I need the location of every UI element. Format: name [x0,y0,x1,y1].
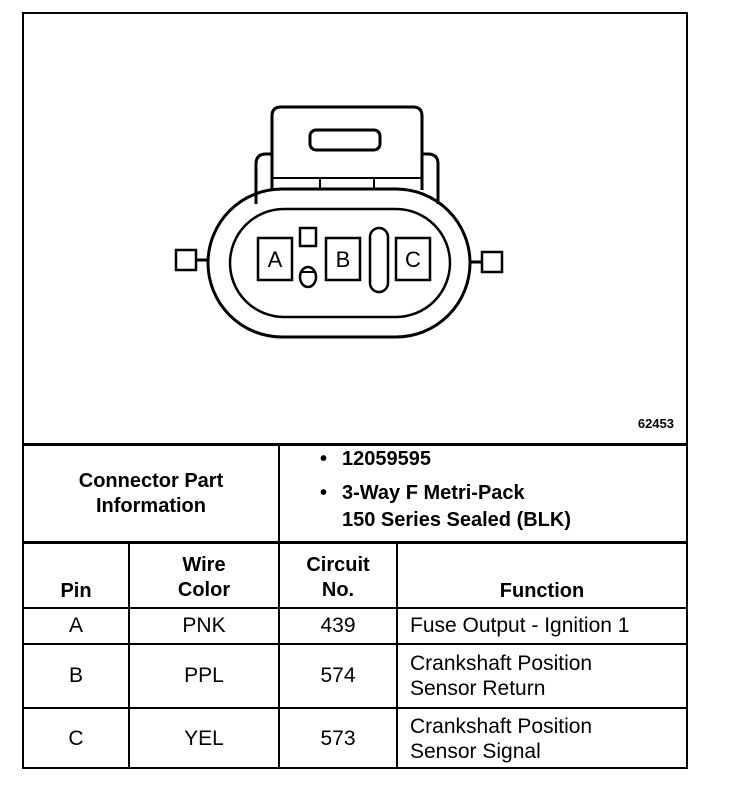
connector-info-label: Connector Part Information [78,469,224,517]
connector-diagram: A B C 62453 [24,14,686,443]
left-ear [174,248,198,272]
column-divider [128,544,130,769]
cavity-c [394,236,432,282]
list-item: •12059595 [320,448,431,470]
key-square [298,226,318,248]
connector-face-drawing: A B C [174,105,504,339]
right-ear [480,250,504,274]
list-item: •3-Way F Metri-Pack [320,482,525,504]
divider [24,707,686,709]
pin-label-a: A [268,247,283,272]
table-cell-pin: A [68,614,83,637]
header-function: Function [499,580,585,602]
cavity-b [324,236,362,282]
table-cell-function: Fuse Output - Ignition 1 [410,614,630,637]
cavity-a [256,236,294,282]
pin-label-b: B [336,247,351,272]
table-cell-pin: C [68,727,84,750]
divider [24,607,686,609]
table-cell-function: Crankshaft Position Sensor Return [410,652,593,700]
divider [24,443,686,446]
column-divider [396,544,398,769]
table-cell-circuit: 574 [320,664,356,687]
table-cell-circuit: 573 [320,727,356,750]
divider [24,643,686,645]
divider [24,541,686,544]
table-cell-wire: PNK [182,614,226,637]
table-cell-pin: B [68,664,83,687]
key-round [298,265,318,289]
locking-tab [270,105,424,190]
header-wire-color: Wire Color [177,554,231,601]
tab-slot [308,128,382,152]
table-cell-wire: YEL [184,727,224,750]
table-cell-circuit: 439 [320,614,356,637]
connector-info-list: •12059595 •3-Way F Metri-Pack 150 Series… [320,448,571,531]
polarization-rib [368,226,390,294]
table-cell-wire: PPL [184,664,224,687]
table-cell-function: Crankshaft Position Sensor Signal [410,715,593,763]
column-divider [278,446,280,769]
header-pin: Pin [60,580,92,602]
header-circuit-no: Circuit No. [306,554,370,601]
figure-id: 62453 [637,416,674,431]
pin-label-c: C [405,247,421,272]
connector-figure: A B C 62453 Connector Part Information •… [22,12,688,769]
connector-face [228,207,452,319]
